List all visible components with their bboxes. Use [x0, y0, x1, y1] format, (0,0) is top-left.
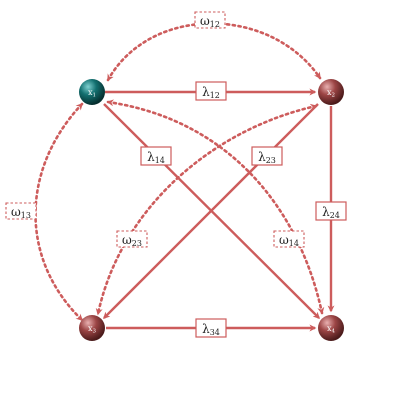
node-x4: x4	[318, 315, 344, 341]
edge-omega14	[106, 99, 325, 315]
edge-omega12	[106, 22, 322, 82]
svg-text:λ23: λ23	[258, 150, 276, 165]
svg-text:x1: x1	[88, 88, 96, 99]
node-x2: x2	[318, 79, 344, 105]
svg-text:ω12: ω12	[200, 14, 220, 29]
label-lambda23: λ23	[251, 146, 283, 166]
node-x3: x3	[79, 315, 105, 341]
svg-text:x3: x3	[88, 324, 97, 335]
label-omega13: ω13	[5, 202, 37, 220]
svg-text:x4: x4	[327, 324, 336, 335]
edge-lambda23	[103, 103, 319, 319]
svg-text:λ12: λ12	[202, 85, 220, 100]
svg-text:x2: x2	[327, 88, 335, 99]
svg-text:ω23: ω23	[122, 233, 142, 248]
edge-omega13	[34, 102, 84, 322]
svg-text:ω13: ω13	[11, 205, 31, 220]
label-lambda24: λ24	[315, 201, 347, 221]
label-lambda14: λ14	[140, 146, 172, 166]
label-omega12: ω12	[194, 11, 226, 29]
label-lambda34: λ34	[195, 318, 227, 338]
label-omega14: ω14	[273, 230, 305, 248]
svg-text:λ24: λ24	[322, 205, 340, 220]
svg-text:ω14: ω14	[279, 233, 299, 248]
svg-text:λ34: λ34	[202, 322, 220, 337]
label-omega23: ω23	[116, 230, 148, 248]
svg-text:λ14: λ14	[147, 150, 165, 165]
node-x1: x1	[79, 79, 105, 105]
label-lambda12: λ12	[195, 81, 227, 101]
